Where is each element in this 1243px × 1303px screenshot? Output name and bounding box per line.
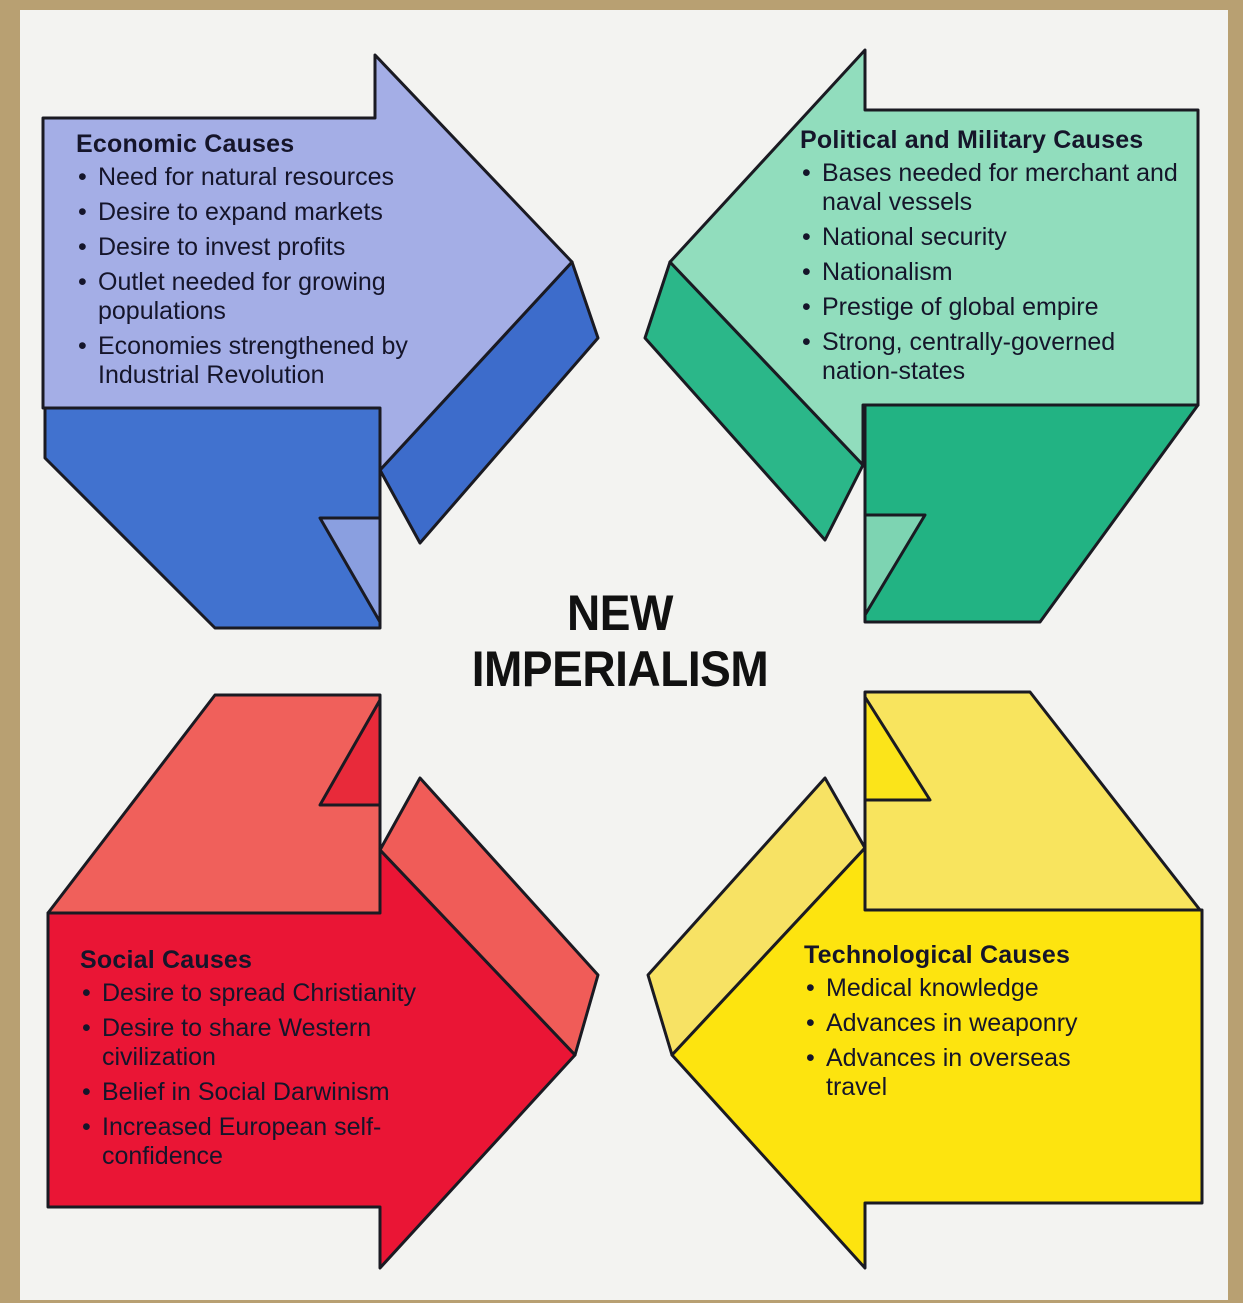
economic-arrow-notch bbox=[318, 516, 382, 624]
list-item: Belief in Social Darwinism bbox=[80, 1078, 510, 1107]
list-item: Need for natural resources bbox=[76, 163, 546, 192]
social-list: Desire to spread Christianity Desire to … bbox=[80, 979, 510, 1171]
economic-heading: Economic Causes bbox=[76, 130, 295, 158]
list-item: Medical knowledge bbox=[804, 974, 1184, 1003]
social-causes-box: Social Causes Desire to spread Christian… bbox=[80, 946, 510, 1177]
political-list: Bases needed for merchant and naval vess… bbox=[800, 159, 1195, 386]
social-heading: Social Causes bbox=[80, 946, 253, 974]
list-item: Desire to spread Christianity bbox=[80, 979, 510, 1008]
political-heading: Political and Military Causes bbox=[800, 126, 1144, 154]
title-line-1: NEW bbox=[567, 585, 673, 641]
political-arrow-notch bbox=[863, 513, 927, 617]
technological-arrow-notch bbox=[863, 695, 932, 802]
list-item: Strong, centrally-governed nation-states bbox=[800, 328, 1197, 386]
technological-heading: Technological Causes bbox=[804, 941, 1071, 969]
technological-list: Medical knowledge Advances in weaponry A… bbox=[804, 974, 1184, 1102]
list-item: Bases needed for merchant and naval vess… bbox=[800, 159, 1202, 217]
list-item: Desire to share Western civilization bbox=[80, 1014, 442, 1072]
list-item: Desire to expand markets bbox=[76, 198, 546, 227]
social-arrow-notch bbox=[318, 698, 382, 807]
list-item: Advances in overseas travel bbox=[804, 1044, 1126, 1102]
list-item: Advances in weaponry bbox=[804, 1009, 1184, 1038]
title-line-2: IMPERIALISM bbox=[471, 641, 769, 697]
political-causes-box: Political and Military Causes Bases need… bbox=[800, 126, 1195, 392]
economic-list: Need for natural resources Desire to exp… bbox=[76, 163, 546, 390]
technological-causes-box: Technological Causes Medical knowledge A… bbox=[804, 941, 1184, 1108]
list-item: National security bbox=[800, 223, 1195, 252]
list-item: Increased European self-confidence bbox=[80, 1113, 402, 1171]
list-item: Nationalism bbox=[800, 258, 1195, 287]
diagram-title: NEW IMPERIALISM bbox=[430, 585, 810, 697]
economic-causes-box: Economic Causes Need for natural resourc… bbox=[76, 130, 546, 396]
list-item: Prestige of global empire bbox=[800, 293, 1195, 322]
list-item: Outlet needed for growing populations bbox=[76, 268, 458, 326]
list-item: Desire to invest profits bbox=[76, 233, 546, 262]
list-item: Economies strengthened by Industrial Rev… bbox=[76, 332, 448, 390]
